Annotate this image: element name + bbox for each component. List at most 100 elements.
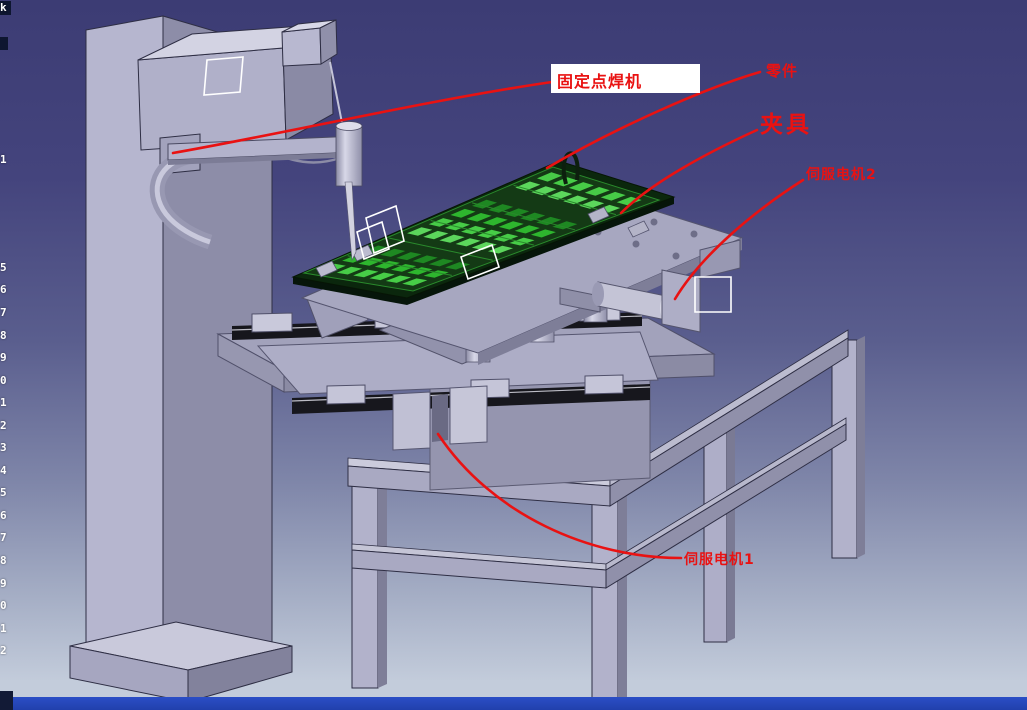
annotation-label-servo-motor-1: 伺服电机1 (684, 552, 755, 568)
servo-motor-2-assembly (559, 269, 701, 333)
fixture-bolt (632, 240, 640, 248)
servo1-gap (432, 394, 448, 442)
pcb-trace (471, 202, 576, 231)
fixture-right-support (699, 239, 741, 279)
leader-line-fixture (619, 128, 759, 215)
white-highlight-box (551, 64, 700, 93)
spec-tree-item-fragment[interactable]: 4 (0, 464, 7, 477)
pcb-component (547, 190, 573, 200)
spec-tree-item-fragment[interactable]: 9 (0, 577, 7, 590)
spec-tree-item-fragment[interactable]: 5 (0, 261, 7, 274)
pcb-component (412, 255, 438, 264)
head-top-box-side (319, 19, 338, 65)
pcb-component (402, 278, 428, 286)
pcb-component (407, 227, 433, 236)
plate-clamp (627, 220, 650, 238)
pcb-component (504, 208, 530, 217)
spec-tree-item-fragment[interactable]: 7 (0, 531, 7, 544)
head-rod (329, 61, 344, 129)
spec-tree-item-fragment[interactable]: 6 (0, 283, 7, 296)
annotation-label-fixture: 夹具 (760, 112, 812, 138)
leader-line-servo-motor-1 (436, 432, 683, 560)
spec-tree-item-fragment[interactable]: 0 (0, 374, 7, 387)
pcb-component (515, 181, 541, 191)
plate-clamp (587, 206, 610, 224)
spec-tree-item-fragment[interactable]: 1 (0, 153, 7, 166)
servo2-cap-left (592, 282, 604, 306)
leader-line-spot-welder (171, 80, 554, 155)
fixture-bolt (672, 252, 680, 260)
table-leg-front-left (351, 469, 379, 689)
table-top-beam-right (609, 337, 849, 507)
pcb-component (514, 225, 540, 234)
selection-wireframe-box (460, 243, 500, 281)
arm-bar-shade (168, 152, 358, 165)
servo1-slab (392, 391, 431, 451)
selection-wireframe-boxes (203, 56, 732, 313)
pcb-component (536, 216, 562, 226)
pcb-component (520, 212, 546, 222)
pcb-component (493, 233, 519, 242)
pcb-component (396, 252, 422, 261)
pcb-component (530, 229, 556, 238)
servo2-shaft (559, 287, 601, 313)
welder-arm (149, 121, 363, 250)
table-leg-front-right-side (618, 488, 627, 708)
pcb-component (444, 222, 470, 231)
pcb-component (537, 172, 562, 182)
pcb-component (423, 270, 449, 278)
table-leg-front-left-side (378, 466, 387, 688)
toolbar-fragment (0, 37, 8, 50)
servo1-slab (449, 385, 488, 445)
pcb-component (374, 260, 400, 269)
welding-electrode (344, 181, 357, 262)
pcb-trace (430, 220, 534, 246)
spec-tree-item-fragment[interactable]: 6 (0, 509, 7, 522)
pcb-trace (389, 237, 493, 261)
pcb-component (336, 266, 363, 275)
table-mid-beam-right (605, 423, 847, 589)
selection-wireframe-box (203, 56, 244, 96)
pcb-component (488, 204, 514, 213)
head-top-box-front (281, 27, 322, 67)
table-leg-back-right-side (857, 336, 865, 558)
table-leg-back-right (831, 339, 858, 559)
selection-wireframe-box (694, 276, 732, 313)
plate-clamp (315, 260, 338, 278)
pcb-component (428, 258, 454, 267)
spec-tree-item-fragment[interactable]: 8 (0, 554, 7, 567)
annotation-label-servo-motor-2: 伺服电机2 (806, 167, 877, 183)
spec-tree-item-fragment[interactable]: 9 (0, 351, 7, 364)
spec-tree-item-fragment[interactable]: 5 (0, 486, 7, 499)
annotation-label-spot-welder: 固定点焊机 (557, 72, 643, 91)
pcb-component (568, 182, 594, 192)
spec-tree-item-fragment[interactable]: 3 (0, 441, 7, 454)
spec-tree-item-fragment[interactable]: 0 (0, 599, 7, 612)
pcb-component (579, 200, 605, 209)
spec-tree-item-fragment[interactable]: 8 (0, 329, 7, 342)
pcb-component (428, 218, 454, 227)
spec-tree-item-fragment[interactable]: 7 (0, 306, 7, 319)
selection-wireframe-box (356, 220, 390, 261)
rail-carriage (326, 384, 366, 405)
pcb-component (423, 230, 449, 240)
pcb-component (391, 264, 417, 272)
pcb-component (552, 221, 578, 230)
spec-tree-item-fragment[interactable]: k (0, 1, 11, 15)
leader-line-part (545, 70, 762, 170)
pcb-component (563, 195, 589, 205)
spec-tree-item-fragment[interactable]: 1 (0, 396, 7, 409)
pcb-component (369, 272, 395, 281)
spec-tree-item-fragment[interactable]: 2 (0, 419, 7, 432)
servo2-bracket (661, 269, 701, 333)
spot-welder-head (137, 19, 344, 164)
pcb-component (471, 242, 497, 250)
pcb-part-plate (291, 151, 676, 305)
spec-tree-item-fragment[interactable]: 2 (0, 644, 7, 657)
spec-tree-item-fragment[interactable]: 1 (0, 622, 7, 635)
pcb-component (455, 238, 481, 247)
pcb-component (450, 208, 476, 218)
leader-line-servo-motor-2 (673, 178, 805, 301)
